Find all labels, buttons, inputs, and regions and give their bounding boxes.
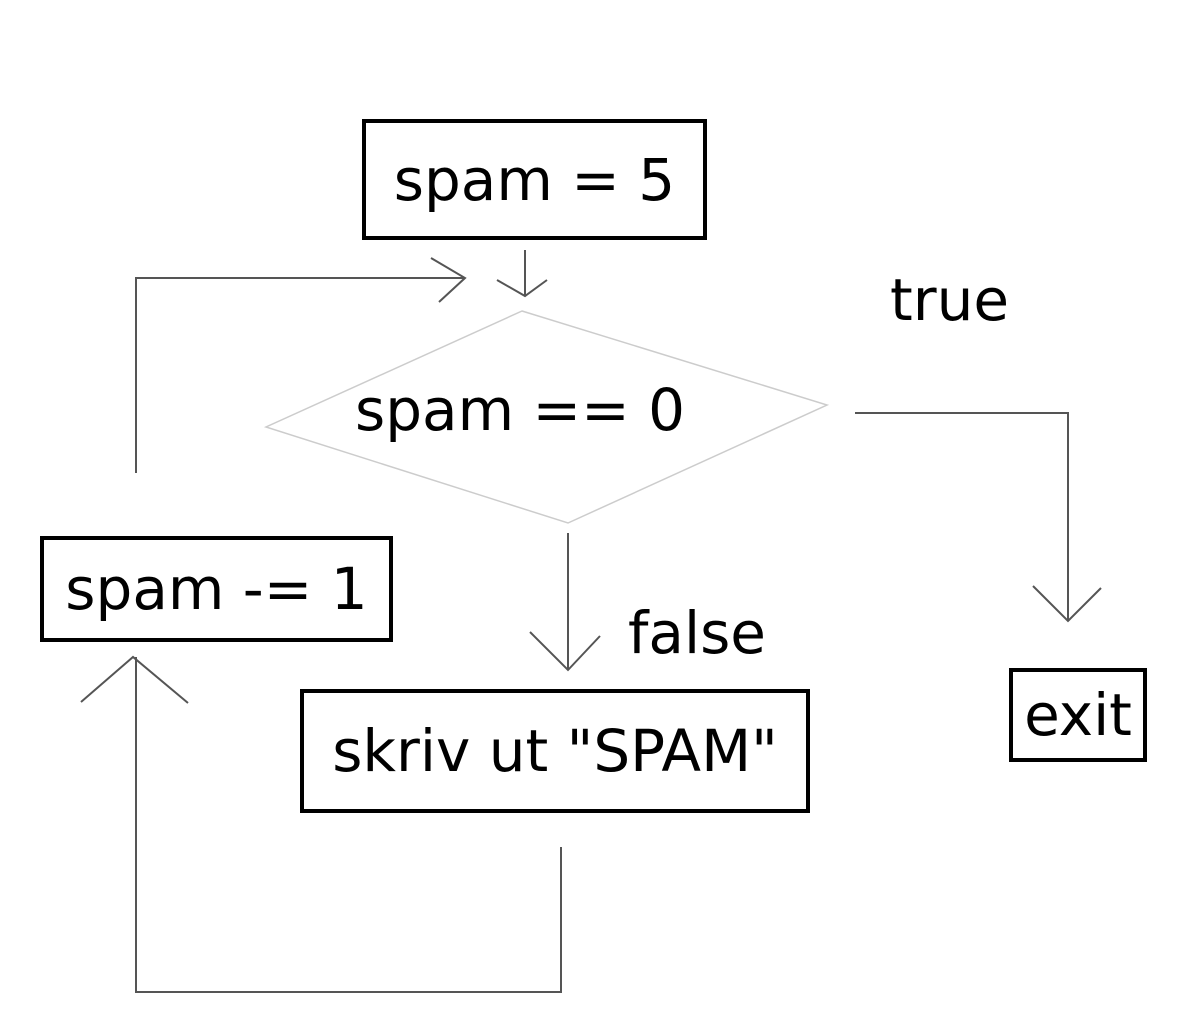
init-node-text: spam = 5 bbox=[393, 145, 676, 214]
decrement-to-condition-line bbox=[135, 277, 465, 473]
print-to-decrement-arrowhead bbox=[80, 655, 189, 704]
decrement-node-text: spam -= 1 bbox=[65, 555, 368, 623]
init-node: spam = 5 bbox=[362, 119, 707, 240]
decrement-to-condition-arrowhead bbox=[430, 257, 467, 303]
false-label: false bbox=[628, 599, 766, 667]
true-branch-arrowhead bbox=[1032, 585, 1102, 623]
print-node-text: skriv ut "SPAM" bbox=[332, 717, 778, 785]
decrement-node: spam -= 1 bbox=[40, 536, 393, 642]
print-node: skriv ut "SPAM" bbox=[300, 689, 810, 813]
condition-node-text: spam == 0 bbox=[355, 376, 686, 444]
exit-node-text: exit bbox=[1024, 681, 1132, 749]
decision-diamond bbox=[263, 310, 830, 524]
true-label: true bbox=[890, 266, 1010, 334]
true-branch-line bbox=[855, 412, 1069, 621]
init-to-condition-arrowhead bbox=[496, 279, 548, 298]
print-to-decrement-line bbox=[135, 657, 562, 993]
exit-node: exit bbox=[1009, 668, 1147, 762]
false-branch-arrowhead bbox=[529, 631, 601, 672]
